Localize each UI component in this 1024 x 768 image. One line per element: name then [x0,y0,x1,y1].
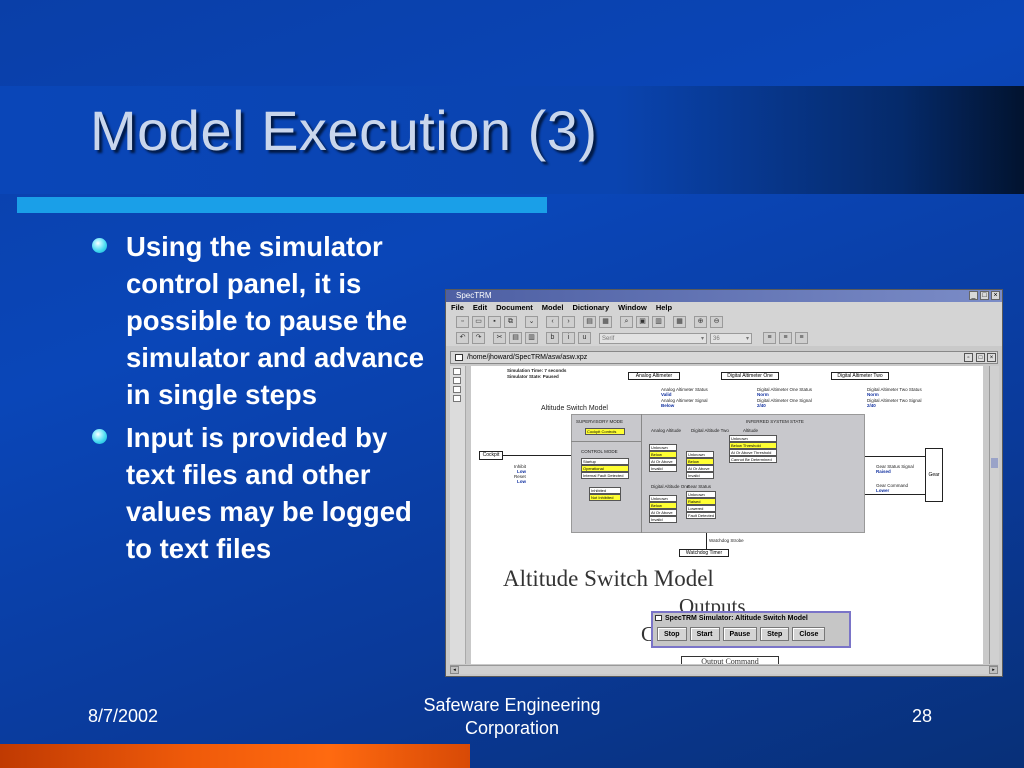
chevron-down-icon: ▾ [745,335,749,342]
pause-button[interactable]: Pause [722,627,758,641]
title-band [0,86,1024,194]
font-select[interactable]: Serif▾ [599,332,707,344]
align-center-icon[interactable]: ≡ [779,332,792,344]
redo-icon[interactable]: ↷ [472,332,485,344]
chevron-down-icon: ▾ [700,335,704,342]
find-icon[interactable]: ⌕ [620,316,633,328]
copy-icon[interactable]: ⧉ [504,316,517,328]
restore-icon[interactable]: ▫ [964,353,973,362]
simulator-titlebar: SpecTRM Simulator: Altitude Switch Model [653,613,849,624]
stop-button[interactable]: Stop [657,627,687,641]
bold-button[interactable]: b [546,332,559,344]
spectrm-window: SpecTRM _ □ × File Edit Document Model D… [445,289,1003,677]
close-icon[interactable]: × [991,291,1000,300]
bullet-dot-icon [92,238,107,253]
size-select[interactable]: 36▾ [710,332,752,344]
bullet-dot-icon [92,429,107,444]
menu-file[interactable]: File [451,303,464,312]
scroll-right-icon[interactable]: ▸ [989,666,998,674]
outline-gutter [450,366,466,664]
undo-icon[interactable]: ↶ [456,332,469,344]
title-rule [17,197,547,213]
align-left-icon[interactable]: ≡ [763,332,776,344]
bottom-accent-bar [0,744,470,768]
toolbar-row-1: ▫ ▭ ▪ ⧉ ⌄ ‹ › ▤ ▦ ⌕ ▣ ▥ ▦ ⊕ ⊖ [446,314,1002,330]
menu-edit[interactable]: Edit [472,303,488,312]
footer-date: 8/7/2002 [88,706,159,726]
footer-organization: Safeware Engineering Corporation [423,695,601,738]
document-add-icon[interactable]: ▦ [599,316,612,328]
output-command-box: Output Command [681,656,779,664]
open-icon[interactable]: ▭ [472,316,485,328]
horizontal-scrollbar[interactable]: ◂ ▸ [450,665,998,674]
maximize-icon[interactable]: □ [980,291,989,300]
back-icon[interactable]: ‹ [546,316,559,328]
zoom-in-icon[interactable]: ⊕ [694,316,707,328]
underline-button[interactable]: u [578,332,591,344]
window-titlebar: SpecTRM _ □ × [446,290,1002,302]
table-icon[interactable]: ▥ [652,316,665,328]
bullet-item: Input is provided by text files and othe… [92,419,442,567]
footer-page-number: 28 [912,706,933,726]
save-icon[interactable]: ▪ [488,316,501,328]
vertical-scrollbar[interactable] [989,366,999,664]
paste-icon[interactable]: ▤ [509,332,522,344]
menu-model[interactable]: Model [541,303,564,312]
new-icon[interactable]: ▫ [456,316,469,328]
document-icon [455,354,463,361]
menu-help[interactable]: Help [655,303,673,312]
grid-icon[interactable]: ▦ [673,316,686,328]
menu-bar: File Edit Document Model Dictionary Wind… [446,302,1002,314]
minimize-icon[interactable]: _ [969,291,978,300]
italic-button[interactable]: i [562,332,575,344]
document-icon[interactable]: ▤ [583,316,596,328]
start-button[interactable]: Start [689,627,720,641]
image-icon[interactable]: ▣ [636,316,649,328]
diagram-canvas: Simulation Time: 7 seconds Simulator Sta… [471,366,983,664]
expand-icon[interactable]: ⌄ [525,316,538,328]
simulator-dialog: SpecTRM Simulator: Altitude Switch Model… [651,611,851,648]
menu-dictionary[interactable]: Dictionary [572,303,610,312]
maximize-icon[interactable]: □ [976,353,985,362]
bullet-list: Using the simulator control panel, it is… [92,228,442,573]
forward-icon[interactable]: › [562,316,575,328]
toolbar-row-2: ↶ ↷ ✂ ▤ ▥ b i u Serif▾ 36▾ ≡ ≡ ≡ [446,330,1002,346]
slide-title: Model Execution (3) [90,99,598,162]
window-icon [655,615,662,621]
zoom-out-icon[interactable]: ⊖ [710,316,723,328]
menu-window[interactable]: Window [618,303,647,312]
step-button[interactable]: Step [760,627,790,641]
align-right-icon[interactable]: ≡ [795,332,808,344]
menu-document[interactable]: Document [496,303,533,312]
document-titlebar: /home/jhoward/SpecTRM/asw/asw.xpz ▫ □ × [450,351,998,364]
cut-icon[interactable]: ✂ [493,332,506,344]
model-heading: Altitude Switch Model [503,566,714,591]
scroll-thumb[interactable] [991,458,998,468]
scroll-left-icon[interactable]: ◂ [450,666,459,674]
bullet-item: Using the simulator control panel, it is… [92,228,442,413]
clipboard-icon[interactable]: ▥ [525,332,538,344]
close-icon[interactable]: × [987,353,996,362]
close-button[interactable]: Close [792,627,826,641]
document-path: /home/jhoward/SpecTRM/asw/asw.xpz [467,354,588,361]
